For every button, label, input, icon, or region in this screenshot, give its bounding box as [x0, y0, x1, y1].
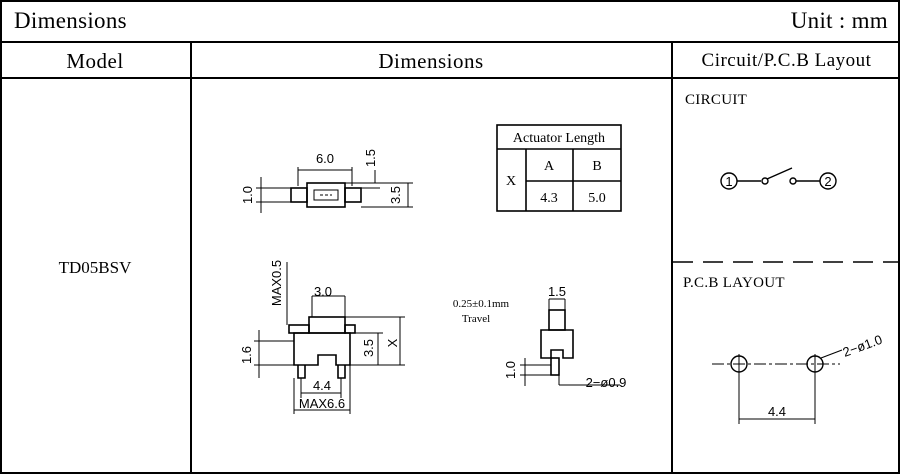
actuator-title: Actuator Length: [513, 131, 605, 146]
dim-tab: 1.5: [363, 149, 378, 167]
actuator-val-a: 4.3: [540, 191, 558, 206]
dim-mid: 3.5: [361, 339, 376, 357]
dim-end-top: 1.5: [548, 284, 566, 299]
dim-left: 1.6: [239, 346, 254, 364]
column-layout: Circuit/P.C.B Layout: [701, 50, 872, 71]
dim-top: 3.0: [314, 284, 332, 299]
dim-max-top: MAX0.5: [269, 260, 284, 306]
travel-value: 0.25±0.1mm: [453, 298, 510, 310]
pcb-holes: 2−ø1.0: [841, 332, 885, 360]
model-name: TD05BSV: [58, 258, 132, 277]
column-model: Model: [66, 49, 124, 73]
dim-x: X: [385, 338, 400, 347]
dim-max-width: MAX6.6: [299, 396, 345, 411]
actuator-col-a: A: [544, 159, 555, 174]
pcb-pitch: 4.4: [768, 404, 786, 419]
actuator-row-label: X: [506, 174, 516, 189]
actuator-col-b: B: [592, 159, 601, 174]
actuator-val-b: 5.0: [588, 191, 606, 206]
dim-lead: 1.0: [503, 361, 518, 379]
unit-label: Unit : mm: [790, 8, 888, 33]
pcb-label: P.C.B LAYOUT: [683, 275, 785, 291]
header-title: Dimensions: [14, 8, 127, 33]
dim-height: 3.5: [388, 186, 403, 204]
circuit-node-1: 1: [725, 174, 732, 189]
circuit-label: CIRCUIT: [685, 92, 748, 108]
dim-hole: 2−ø0.9: [586, 375, 627, 390]
column-dimensions: Dimensions: [378, 49, 484, 73]
dim-pitch: 4.4: [313, 378, 331, 393]
dim-width: 6.0: [316, 151, 334, 166]
circuit-node-2: 2: [824, 174, 831, 189]
travel-label: Travel: [462, 313, 490, 325]
dim-slot: 1.0: [240, 186, 255, 204]
